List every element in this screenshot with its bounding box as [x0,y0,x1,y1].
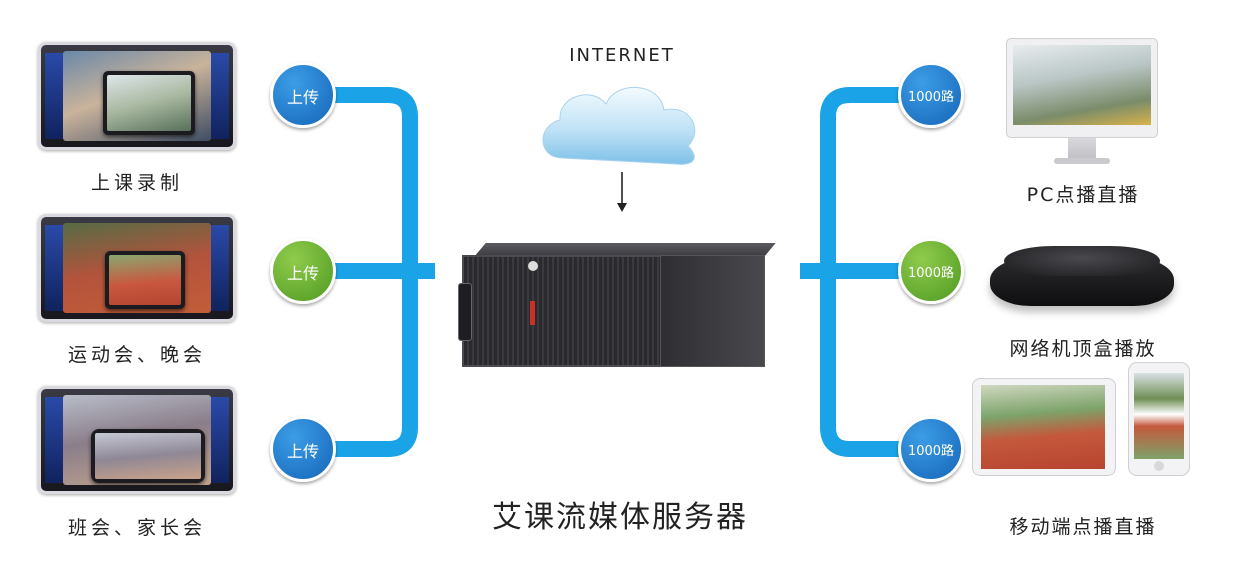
server-label: 艾课流媒体服务器 [492,500,748,535]
source-label-sports: 运动会、晚会 [67,344,206,366]
output-label-mobile: 移动端点播直播 [1009,516,1157,538]
camera-icon [105,251,185,309]
upload-badge: 上传 [270,62,336,128]
set-top-box-icon [990,244,1174,308]
camera-icon [103,71,195,135]
tablet-icon [972,378,1116,476]
server-icon [458,243,776,367]
phone-icon [1128,362,1190,476]
source-tile-sports [38,214,236,322]
channel-badge: 1000路 [898,62,964,128]
down-arrow-icon [617,172,627,212]
upload-badge: 上传 [270,238,336,304]
channel-badge: 1000路 [898,416,964,482]
phone-icon [91,429,205,483]
source-tile-meeting [38,386,236,494]
source-label-recording: 上课录制 [90,172,183,194]
output-label-pc: PC点播直播 [1026,184,1140,206]
upload-badge: 上传 [270,416,336,482]
pc-monitor-icon [1006,38,1158,168]
output-label-settop: 网络机顶盒播放 [1009,338,1157,360]
channel-badge: 1000路 [898,238,964,304]
cloud-icon [542,87,696,165]
internet-label: INTERNET [569,45,675,66]
source-label-meeting: 班会、家长会 [67,517,206,539]
source-tile-recording [38,42,236,150]
